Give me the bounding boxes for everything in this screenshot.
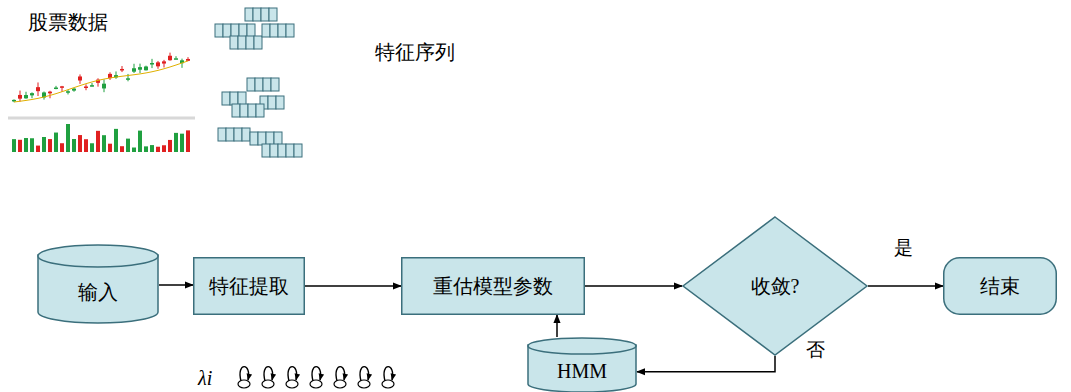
- flow-arrow: [585, 285, 682, 287]
- feature-sequence-blocks: [215, 8, 302, 157]
- flow-arrow: [159, 284, 193, 286]
- hmm-state-chain: [238, 367, 394, 388]
- flow-arrow: [556, 315, 558, 337]
- model-symbol: λi: [198, 366, 212, 390]
- database-cylinder: HMM: [527, 337, 637, 392]
- node-label: 特征提取: [209, 274, 289, 298]
- process-box: 特征提取: [193, 257, 305, 315]
- flow-arrow: [637, 356, 775, 372]
- process-box: 重估模型参数: [401, 257, 585, 315]
- image-caption: 特征序列: [375, 40, 455, 64]
- flow-arrow: [305, 285, 401, 287]
- node-label: HMM: [557, 359, 607, 383]
- edge-label: 是: [892, 237, 915, 260]
- flow-arrow: [868, 285, 943, 287]
- terminal-box: 结束: [943, 257, 1057, 315]
- node-label: 结束: [980, 274, 1020, 298]
- edge-label: 否: [804, 339, 827, 362]
- decision-diamond: 收敛?: [682, 216, 868, 356]
- stock-chart: [8, 53, 195, 152]
- node-label: 输入: [78, 280, 118, 304]
- image-caption: 股票数据: [28, 10, 108, 34]
- node-label: 收敛?: [751, 274, 800, 298]
- input-cylinder: 输入: [37, 244, 159, 324]
- node-label: 重估模型参数: [433, 274, 553, 298]
